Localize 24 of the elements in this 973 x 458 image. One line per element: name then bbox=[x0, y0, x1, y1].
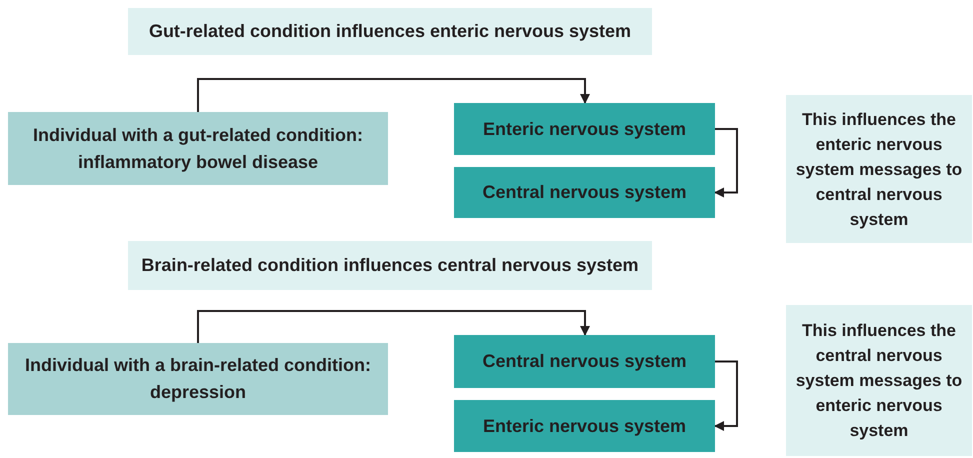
arrow bbox=[714, 360, 738, 431]
box-text: Individual with a brain-related condition: depression bbox=[24, 354, 372, 404]
note-box bbox=[786, 95, 972, 243]
system-box bbox=[454, 103, 715, 155]
arrow bbox=[197, 78, 590, 112]
box-text: This influences the enteric nervous system messages to central nervous system bbox=[794, 108, 964, 230]
system-box bbox=[454, 400, 715, 452]
system-box bbox=[454, 335, 715, 388]
condition-box bbox=[8, 112, 388, 185]
box-text: Individual with a gut-related condition: inflammatory bowel disease bbox=[32, 124, 364, 174]
box-text: This influences the central nervous system messages to enteric nervous system bbox=[794, 320, 964, 442]
heading-box bbox=[128, 8, 652, 55]
note-box bbox=[786, 305, 972, 456]
condition-box bbox=[8, 343, 388, 415]
box-text: Central nervous system bbox=[482, 181, 687, 204]
box-text: Enteric nervous system bbox=[482, 414, 686, 438]
arrow bbox=[197, 310, 590, 343]
heading-box bbox=[128, 241, 652, 290]
arrow bbox=[714, 128, 738, 198]
box-text: Central nervous system bbox=[482, 350, 687, 373]
box-text: Gut-related condition influences enteric nervous system bbox=[148, 20, 632, 43]
system-box bbox=[454, 167, 715, 218]
box-text: Brain-related condition influences central nervous system bbox=[141, 254, 639, 277]
box-text: Enteric nervous system bbox=[482, 118, 686, 141]
